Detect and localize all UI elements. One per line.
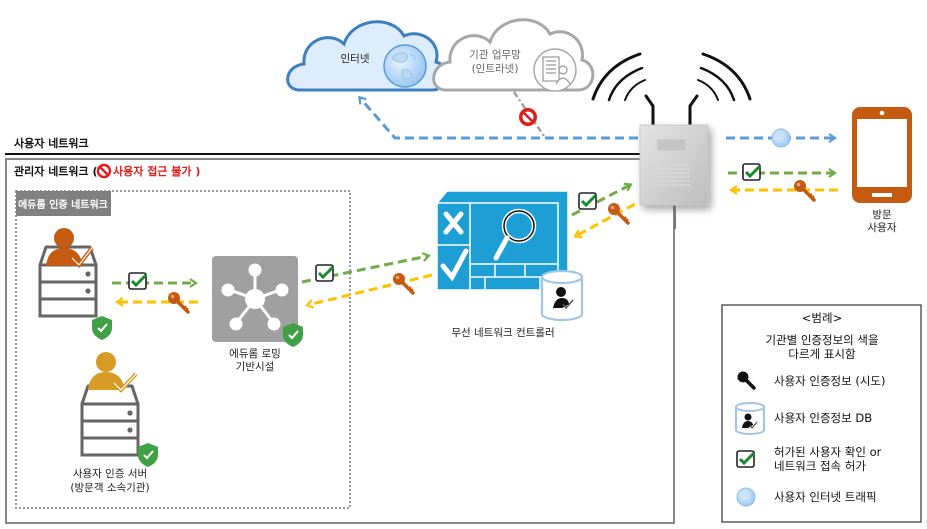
intranet-label-line1: 기관 업무망 (469, 48, 521, 61)
legend: <범례> 기관별 인증정보의 색을 다르게 표시함 사용자 인증정보 (시도) … (721, 304, 922, 523)
roaming-label-line2: 기반시설 (236, 361, 275, 373)
legend-item-db: 사용자 인증정보 DB (735, 402, 872, 435)
eduroam-auth-network-frame (15, 190, 351, 509)
roaming-check-icon (314, 263, 335, 283)
server2-shield-icon (137, 442, 159, 468)
checkbox-icon (735, 449, 756, 469)
legend-item-globe: 사용자 인터넷 트래픽 (736, 487, 877, 507)
legend-item-key: 사용자 인증정보 (시도) (737, 371, 886, 390)
credential-db-icon (540, 269, 584, 322)
controller-credential-link (573, 202, 636, 239)
legend-item-check: 허가된 사용자 확인 or 네트워크 접속 허가 (735, 445, 882, 473)
user-network-title: 사용자 네트워크 (14, 136, 89, 150)
roaming-credential-link (305, 273, 433, 309)
roaming-hub-icon (212, 256, 298, 342)
smartphone-icon (852, 107, 912, 203)
allow-check-icon (440, 248, 469, 282)
legend-note-line1: 기관별 인증정보의 색을 (765, 333, 878, 347)
visitor-label-line1: 방문 (872, 209, 892, 221)
admin-network-frame (5, 158, 675, 524)
home-check-icon (127, 271, 148, 291)
server-icon (80, 384, 140, 457)
legend-key-label: 사용자 인증정보 (시도) (774, 374, 886, 388)
legend-check-label-line2: 네트워크 접속 허가 (774, 459, 866, 473)
admin-restriction-label: 사용자 접근 불가 ) (113, 164, 200, 178)
roaming-key-icon (391, 271, 415, 295)
admin-network-title: 관리자 네트워크 ( (14, 164, 98, 178)
no-access-icon (96, 163, 112, 179)
auth-server-label-line1: 사용자 인증 서버 (73, 468, 147, 480)
wireless-signal-icon (591, 52, 752, 128)
controller-check-icon (577, 191, 598, 211)
traffic-globe-icon (771, 128, 791, 148)
access-point (639, 124, 709, 206)
legend-title: <범례> (802, 311, 842, 325)
globe-icon (736, 487, 756, 507)
intranet-blocked-link (512, 91, 546, 137)
intranet-cloud: 기관 업무망 (인트라넷) (432, 18, 595, 92)
wireless-controller-label: 무선 네트워크 컨트롤러 (451, 326, 554, 339)
deny-x-icon (443, 211, 464, 235)
user-check-icon (88, 352, 138, 393)
credential-db-icon (735, 402, 765, 435)
home-key-icon (166, 290, 190, 314)
no-entry-icon (519, 108, 537, 126)
eduroam-auth-network-label: 에듀롬 인증 네트워크 (18, 198, 108, 211)
idp-server-visited (38, 228, 98, 318)
permission-check-icon (741, 162, 762, 182)
visitor-label-line2: 사용자 (868, 222, 897, 234)
magnifier-icon (493, 208, 537, 261)
legend-globe-label: 사용자 인터넷 트래픽 (774, 490, 877, 504)
user-check-icon (46, 228, 94, 269)
internet-traffic-link (358, 95, 638, 140)
server1-shield-icon (91, 315, 113, 341)
globe-icon (383, 44, 427, 88)
internet-cloud: 인터넷 (286, 20, 449, 92)
controller-permission-link (571, 182, 633, 217)
building-user-icon (533, 48, 577, 92)
auth-server-label-line2: (방문객 소속기관) (70, 482, 149, 494)
idp-server-home (80, 352, 140, 457)
roaming-label-line1: 에듀롬 로밍 (229, 348, 281, 360)
wireless-controller-icon (435, 190, 569, 292)
legend-note-line2: 다르게 표시함 (788, 347, 856, 361)
key-icon (737, 371, 756, 390)
legend-check-label-line1: 허가된 사용자 확인 or (774, 445, 882, 459)
internet-label: 인터넷 (341, 53, 370, 65)
intranet-label-line2: (인트라넷) (472, 63, 519, 75)
roaming-shield-icon (282, 322, 304, 348)
visitor-key-icon (792, 178, 816, 202)
legend-db-label: 사용자 인증정보 DB (774, 411, 872, 425)
eduroam-auth-network-tag (16, 191, 111, 216)
controller-key-icon (606, 201, 630, 225)
